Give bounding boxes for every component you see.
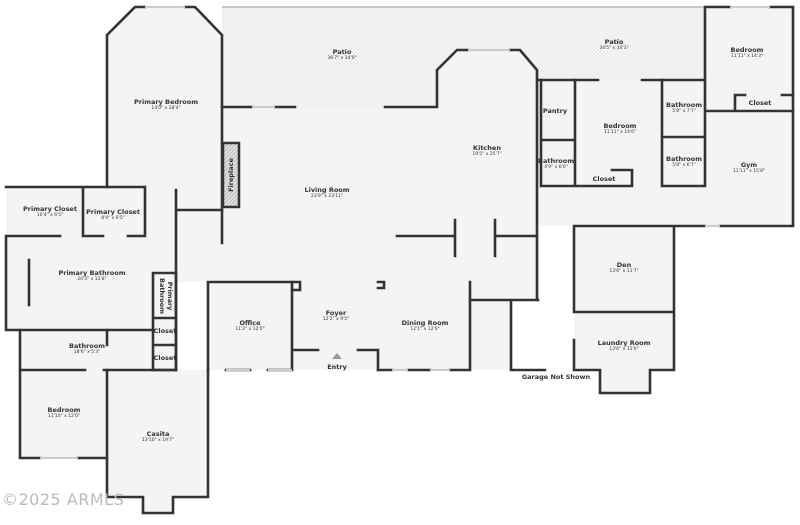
fireplace-label: Fireplace <box>226 158 235 192</box>
walls <box>4 5 795 515</box>
room-floors <box>6 7 793 513</box>
watermark: ©2025 ARMLS <box>2 490 125 509</box>
primary-bathroom-label: Primary Bathroom <box>158 278 175 314</box>
room-label: Closet <box>592 174 616 183</box>
room-label: Closet <box>748 98 772 107</box>
room-label: Closet <box>153 326 177 335</box>
garage-note: Garage Not Shown <box>521 373 591 381</box>
windows <box>40 6 770 459</box>
room-label: Closet <box>153 353 177 362</box>
entry-arrow-icon <box>332 353 342 359</box>
room-label: Pantry <box>542 106 568 115</box>
entry-label: Entry <box>327 363 347 371</box>
